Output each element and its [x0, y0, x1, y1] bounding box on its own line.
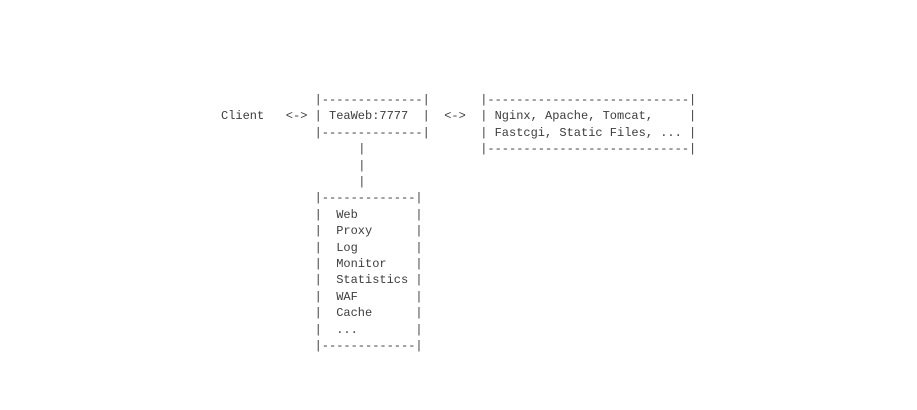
client-teaweb-link-arrow: <-> — [285, 109, 308, 124]
backend-servers-box: |----------------------------| | Nginx, … — [480, 93, 697, 157]
teaweb-backend-link-arrow: <-> — [444, 109, 466, 124]
teaweb-box: |--------------| | TeaWeb:7777 | |------… — [314, 93, 430, 140]
features-box: |-------------| | Web | | Proxy | | Log … — [314, 191, 423, 354]
client-node-label: Client — [221, 109, 265, 124]
teaweb-features-connector-line: | | | — [358, 142, 366, 189]
